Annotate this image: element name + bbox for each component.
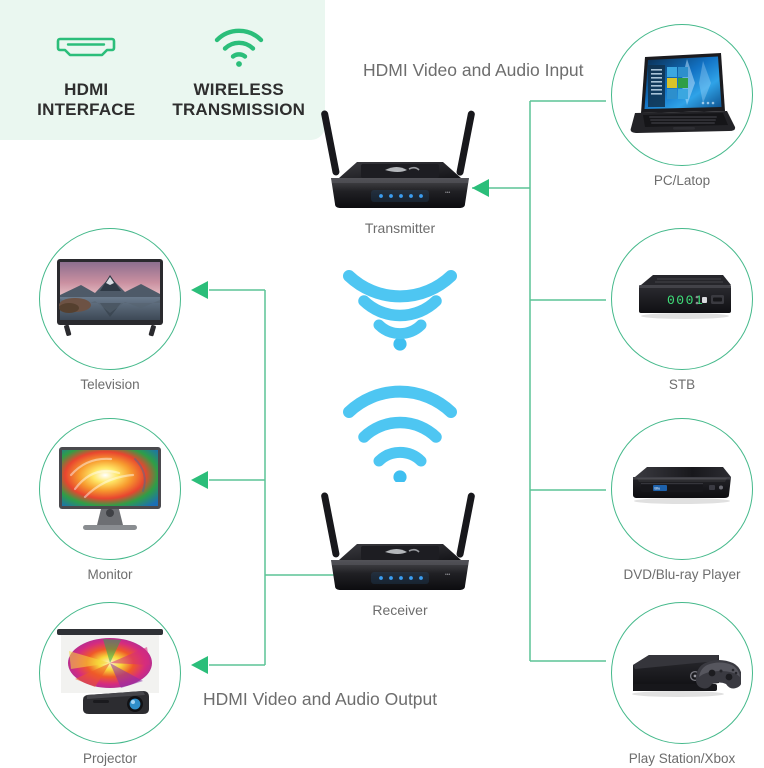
source-device-dvd-player[interactable]: Blu DVD/Blu-ray Player (600, 418, 764, 582)
source-device-game-console[interactable]: Play Station/Xbox (600, 602, 764, 766)
monitor-label: Monitor (87, 567, 133, 582)
monitor-icon (59, 447, 161, 530)
svg-text:Blu: Blu (654, 486, 660, 491)
stb-circle: 0001 (611, 228, 753, 370)
output-section-caption: HDMI Video and Audio Output (203, 689, 438, 709)
input-section-caption: HDMI Video and Audio Input (363, 60, 584, 80)
stb-label: STB (668, 377, 696, 392)
feature-badge: HDMI INTERFACE WIRELESS TRANSMISSION (0, 0, 325, 140)
transmitter-label: Transmitter (364, 220, 436, 236)
hdmi-port-icon (55, 24, 117, 70)
feature-hdmi-label: HDMI INTERFACE (37, 80, 135, 120)
game-console-circle (611, 602, 753, 744)
receiver-unit: ••• Receiver (300, 486, 500, 618)
output-device-monitor[interactable]: Monitor (28, 418, 192, 582)
laptop-icon (630, 53, 736, 133)
feature-wireless-transmission: WIRELESS TRANSMISSION (168, 24, 310, 120)
feature-wireless-line-2: TRANSMISSION (172, 100, 306, 119)
set-top-box-icon: 0001 (639, 275, 731, 319)
projector-circle (39, 602, 181, 744)
game-console-icon (632, 655, 741, 697)
projector-label: Projector (82, 751, 138, 766)
wireless-transmitter-icon: ••• (321, 110, 475, 208)
receiver-label: Receiver (372, 602, 428, 618)
monitor-circle (39, 418, 181, 560)
output-device-television[interactable]: Television (28, 228, 192, 392)
wifi-waves-up-icon (338, 382, 462, 487)
feature-hdmi-line-1: HDMI (64, 79, 109, 99)
dvd-player-label: DVD/Blu-ray Player (623, 567, 741, 582)
stb-display-value: 0001 (667, 293, 704, 308)
television-label: Television (80, 377, 140, 392)
svg-text:•••: ••• (445, 572, 451, 578)
flow-arrowheads (191, 179, 489, 674)
wifi-signal-icon (212, 24, 266, 70)
wireless-receiver-icon: ••• (321, 492, 475, 590)
pc-laptop-label: PC/Latop (653, 173, 711, 188)
source-device-pc-laptop[interactable]: PC/Latop (600, 24, 764, 188)
television-circle (39, 228, 181, 370)
television-icon (57, 259, 163, 337)
wifi-waves-down-icon (338, 252, 462, 357)
dvd-player-circle: Blu (611, 418, 753, 560)
bluray-player-icon: Blu (633, 467, 731, 504)
projector-screen-icon (57, 629, 163, 714)
feature-wireless-label: WIRELESS TRANSMISSION (172, 80, 305, 120)
game-console-label: Play Station/Xbox (628, 751, 736, 766)
output-device-projector[interactable]: Projector (28, 602, 192, 766)
feature-wireless-line-1: WIRELESS (193, 79, 284, 99)
feature-hdmi-line-2: INTERFACE (37, 100, 136, 119)
source-device-stb[interactable]: 0001 STB (600, 228, 764, 392)
laptop-circle (611, 24, 753, 166)
transmitter-unit: ••• Transmitter (300, 104, 500, 236)
feature-hdmi-interface: HDMI INTERFACE (15, 24, 157, 120)
svg-text:•••: ••• (445, 190, 451, 196)
